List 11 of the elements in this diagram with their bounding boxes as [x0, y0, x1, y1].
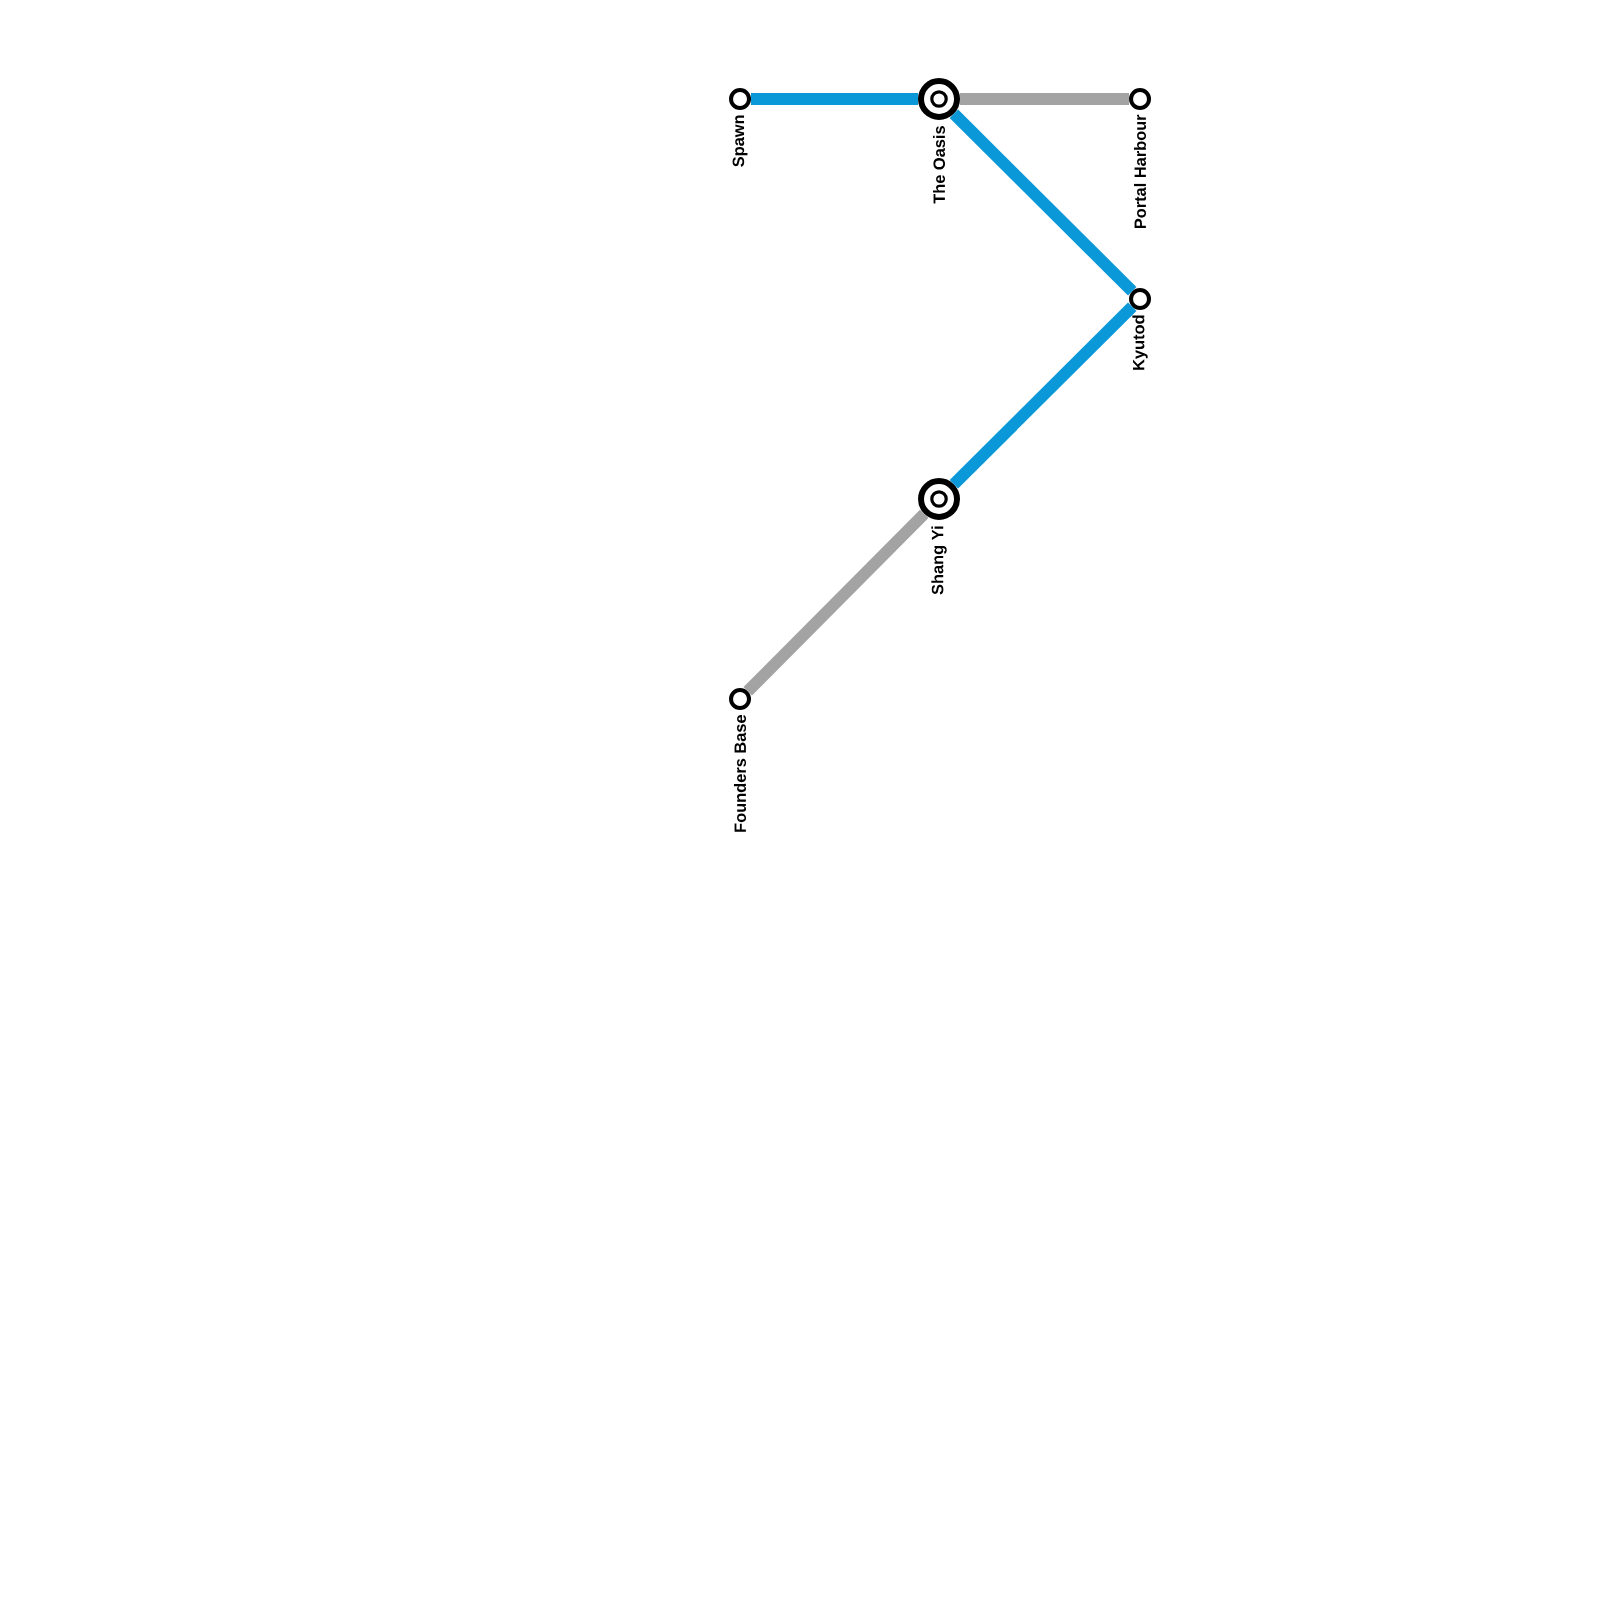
station-label: Spawn — [732, 115, 748, 167]
line-segment — [960, 93, 1129, 105]
line-segment — [949, 109, 1137, 296]
station-label: Shang Yi — [931, 526, 947, 595]
line-segment — [949, 302, 1137, 489]
station-label: Portal Harbour — [1134, 114, 1147, 229]
line-segment — [743, 509, 929, 696]
station-label: Founders Base — [734, 715, 747, 832]
station-label: Kyutod — [1132, 315, 1148, 370]
station-label: The Oasis — [933, 126, 946, 204]
line-segment — [751, 93, 918, 105]
